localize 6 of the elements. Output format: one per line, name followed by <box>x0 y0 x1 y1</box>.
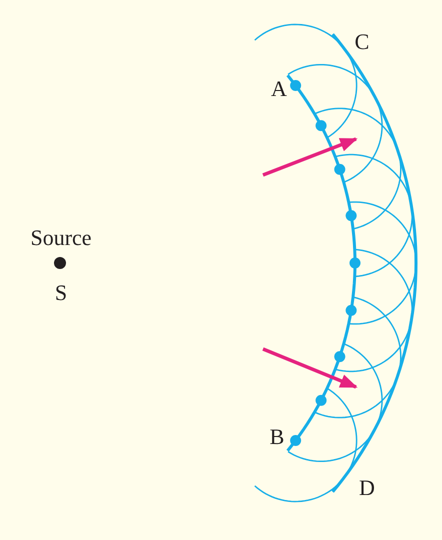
point-label: D <box>359 477 375 499</box>
point-label: A <box>271 78 287 100</box>
point-label: Source <box>30 227 92 249</box>
point-label: S <box>54 282 68 304</box>
point-label: B <box>270 426 284 448</box>
point-label: C <box>354 31 370 53</box>
